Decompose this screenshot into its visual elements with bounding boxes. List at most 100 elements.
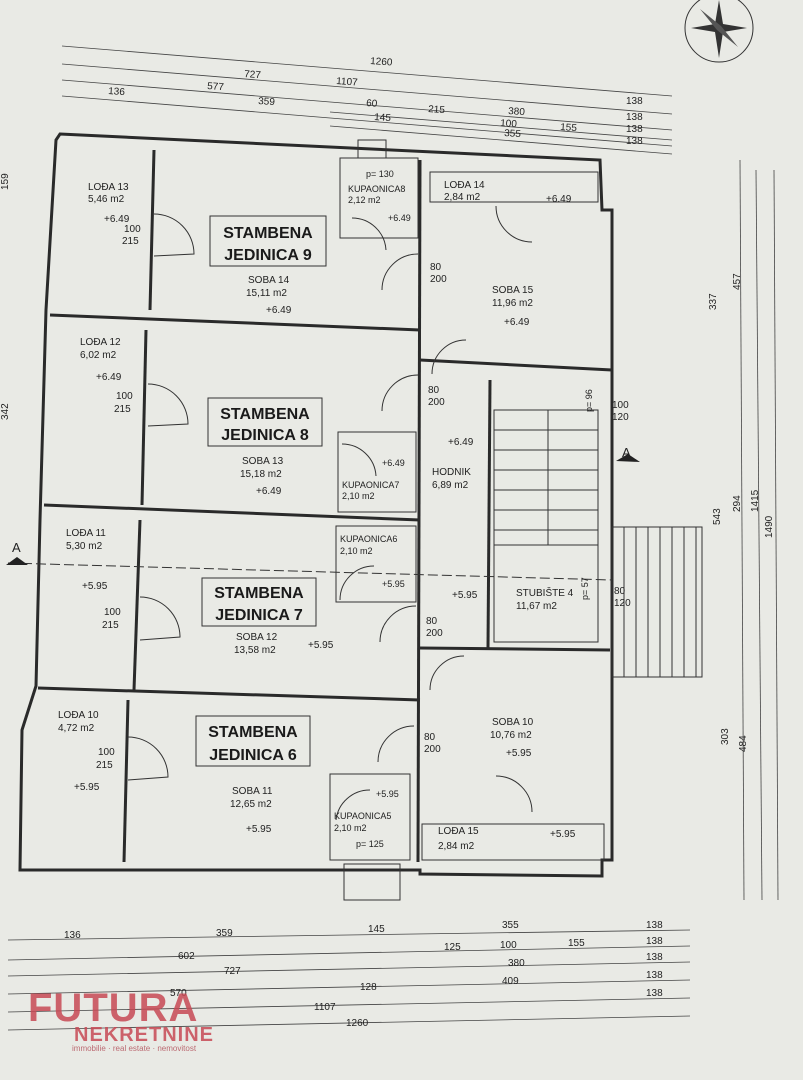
svg-text:LOĐA 15: LOĐA 15 (438, 826, 479, 837)
svg-text:+6.49: +6.49 (104, 214, 130, 225)
dim-top: 100 (500, 118, 518, 130)
svg-text:p= 96: p= 96 (584, 389, 594, 412)
dim-bottom: 138 (646, 988, 663, 999)
svg-text:11,96 m2: 11,96 m2 (492, 298, 533, 309)
dim-right: 457 (732, 273, 743, 290)
svg-text:+6.49: +6.49 (96, 372, 122, 383)
dim-bottom: 145 (368, 924, 385, 935)
dim-top: 145 (374, 112, 392, 124)
svg-text:LOĐA 11: LOĐA 11 (66, 528, 106, 539)
room-soba-12: SOBA 12 13,58 m2 +5.95 (234, 632, 334, 656)
svg-text:+5.95: +5.95 (452, 590, 478, 601)
svg-text:215: 215 (102, 620, 119, 631)
svg-text:JEDINICA 6: JEDINICA 6 (209, 747, 297, 764)
dim-bottom: 155 (568, 938, 585, 949)
bottom-dimension-lines (7, 929, 691, 1031)
room-lodja-14: LOĐA 14 2,84 m2 +6.49 (444, 180, 572, 205)
room-soba-14: SOBA 14 15,11 m2 +6.49 (246, 275, 292, 316)
door-swings (127, 205, 533, 821)
svg-text:SOBA 14: SOBA 14 (248, 275, 290, 286)
dim-right: 484 (738, 735, 749, 752)
top-dimension-lines (61, 45, 673, 155)
dim-top: 359 (258, 96, 276, 108)
room-lodja-11: LOĐA 11 5,30 m2 +5.95 (66, 528, 108, 592)
unit-title-8: STAMBENA JEDINICA 8 (207, 397, 323, 447)
svg-text:+6.49: +6.49 (382, 458, 405, 468)
svg-text:STAMBENA: STAMBENA (214, 585, 304, 602)
svg-text:LOĐA 10: LOĐA 10 (58, 710, 99, 721)
svg-text:SOBA 11: SOBA 11 (232, 786, 273, 797)
svg-text:2,10 m2: 2,10 m2 (340, 546, 373, 556)
dim-bottom: 409 (502, 976, 519, 987)
right-dimension-lines (739, 159, 779, 901)
dim-top: 215 (428, 104, 446, 116)
dim-top: 60 (366, 98, 378, 110)
svg-text:+5.95: +5.95 (246, 824, 272, 835)
svg-text:+6.49: +6.49 (448, 437, 474, 448)
dim-bottom: 138 (646, 920, 663, 931)
svg-text:+6.49: +6.49 (504, 317, 530, 328)
svg-text:p= 57: p= 57 (580, 577, 590, 600)
svg-text:2,84 m2: 2,84 m2 (438, 841, 475, 852)
dim-top: 380 (508, 106, 526, 118)
svg-text:120: 120 (612, 412, 629, 423)
svg-text:4,72 m2: 4,72 m2 (58, 723, 95, 734)
staircase (493, 409, 599, 643)
watermark-logo: FUTURA NEKRETNINE immobilie · real estat… (28, 986, 243, 1053)
dim-bottom: 100 (500, 940, 517, 951)
dim-top: 355 (504, 128, 522, 140)
svg-text:+5.95: +5.95 (308, 640, 334, 651)
svg-text:80: 80 (424, 732, 436, 743)
room-lodja-12: LOĐA 12 6,02 m2 +6.49 (80, 337, 122, 383)
section-marker: A (622, 445, 631, 460)
svg-text:6,02 m2: 6,02 m2 (80, 350, 117, 361)
unit-title-6: STAMBENA JEDINICA 6 (195, 715, 311, 767)
dim-top: 138 (626, 112, 643, 123)
room-kupaonica-7: +6.49 KUPAONICA7 2,10 m2 (342, 458, 405, 501)
svg-text:KUPAONICA7: KUPAONICA7 (342, 480, 399, 490)
room-soba-13: SOBA 13 15,18 m2 +6.49 (240, 456, 284, 497)
dim-top: 138 (626, 96, 643, 107)
svg-text:100: 100 (612, 400, 629, 411)
svg-text:80: 80 (430, 262, 442, 273)
svg-text:+6.49: +6.49 (266, 305, 292, 316)
svg-text:100: 100 (104, 607, 121, 618)
svg-text:LOĐA 14: LOĐA 14 (444, 180, 485, 191)
svg-text:JEDINICA 7: JEDINICA 7 (215, 607, 303, 624)
dim-bottom: 602 (178, 951, 195, 962)
svg-text:100: 100 (124, 224, 141, 235)
dim-right: 337 (708, 293, 719, 310)
svg-text:p= 130: p= 130 (366, 169, 394, 179)
dim-bottom: 125 (444, 942, 461, 953)
svg-text:11,67 m2: 11,67 m2 (516, 601, 557, 612)
dim-left: 159 (0, 173, 11, 190)
svg-text:JEDINICA 9: JEDINICA 9 (224, 247, 312, 264)
svg-text:KUPAONICA8: KUPAONICA8 (348, 184, 405, 194)
svg-text:KUPAONICA5: KUPAONICA5 (334, 811, 391, 821)
svg-text:12,65 m2: 12,65 m2 (230, 799, 272, 810)
dim-bottom: 380 (508, 958, 525, 969)
dim-top: 577 (207, 81, 225, 93)
room-soba-10: SOBA 10 10,76 m2 +5.95 (490, 717, 534, 759)
svg-text:5,46 m2: 5,46 m2 (88, 194, 125, 205)
svg-text:6,89 m2: 6,89 m2 (432, 480, 469, 491)
dim-bottom: 1107 (314, 1002, 336, 1013)
compass-icon (684, 0, 754, 63)
unit-title-9: STAMBENA JEDINICA 9 (209, 215, 327, 267)
svg-text:+5.95: +5.95 (82, 581, 108, 592)
svg-text:STAMBENA: STAMBENA (208, 724, 298, 741)
room-hodnik: +6.49 HODNIK 6,89 m2 (432, 437, 474, 491)
svg-text:10,76 m2: 10,76 m2 (490, 730, 532, 741)
svg-text:STAMBENA: STAMBENA (223, 225, 313, 242)
dim-bottom: 727 (224, 966, 241, 977)
dim-bottom: 359 (216, 928, 233, 939)
room-kupaonica-5: +5.95 KUPAONICA5 2,10 m2 p= 125 (334, 789, 399, 849)
dim-right: 1490 (764, 515, 775, 538)
dim-top: 136 (108, 86, 126, 98)
room-lodja-10: LOĐA 10 4,72 m2 +5.95 (58, 710, 100, 793)
svg-text:HODNIK: HODNIK (432, 467, 471, 478)
svg-text:+6.49: +6.49 (388, 213, 411, 223)
svg-text:2,84 m2: 2,84 m2 (444, 192, 481, 203)
dim-top: 138 (626, 136, 643, 147)
